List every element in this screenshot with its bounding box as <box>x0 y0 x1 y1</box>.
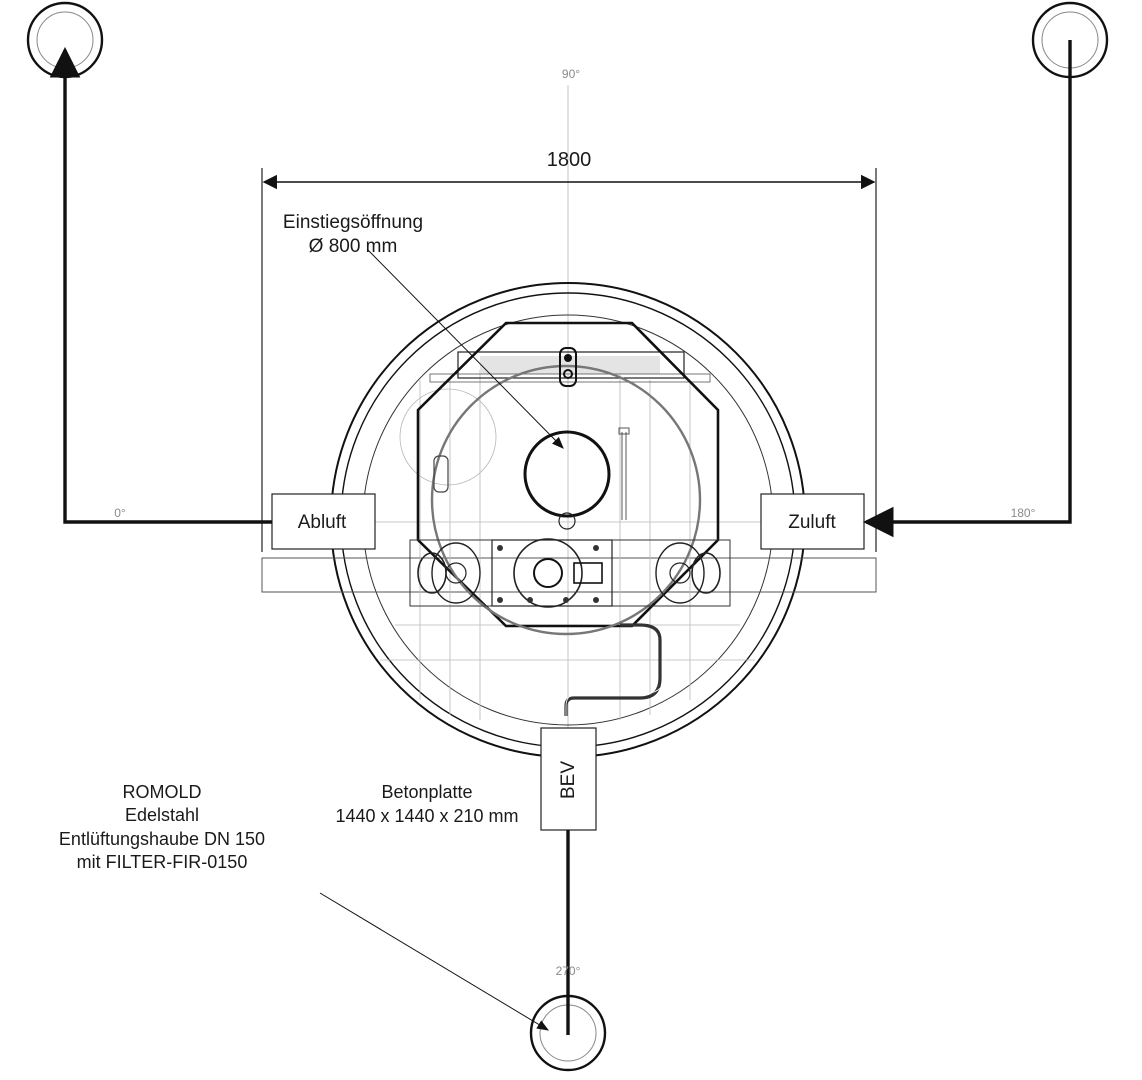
abluft-label: Abluft <box>298 512 347 533</box>
angle-90-label: 90° <box>562 67 580 81</box>
inner-chamber-circle <box>430 364 702 636</box>
vent-hood-note-line2: Edelstahl <box>125 805 199 825</box>
vent-hood-leader-line <box>319 892 550 1031</box>
dimension-1800: 1800 <box>261 149 877 552</box>
zuluft-port: Zuluft <box>760 493 865 550</box>
valve-right-flange <box>655 542 705 604</box>
level-sensor <box>618 427 630 520</box>
opening-label-line1: Einstiegsöffnung <box>283 212 423 233</box>
left-bracket <box>433 455 449 493</box>
abluft-port: Abluft <box>271 493 376 550</box>
angle-270-label: 270° <box>556 964 581 978</box>
angle-0-label: 0° <box>114 506 126 520</box>
pump-body <box>513 538 583 608</box>
dimension-label: 1800 <box>547 149 592 171</box>
vent-hood-note-line4: mit FILTER-FIR-0150 <box>77 852 248 872</box>
riser-fitting <box>559 347 577 387</box>
slab-label-line1: Betonplatte <box>381 782 472 802</box>
opening-label-line2: Ø 800 mm <box>309 236 398 257</box>
through-pipe <box>261 557 877 593</box>
bev-label: BEV <box>558 761 579 799</box>
slab-label-line2: 1440 x 1440 x 210 mm <box>335 806 518 826</box>
vent-hood-note-line1: ROMOLD <box>122 782 201 802</box>
opening-leader-line <box>367 249 564 449</box>
valve-left-flange <box>431 542 481 604</box>
abluft-pipe-run <box>49 46 272 524</box>
valve-right-outer <box>691 552 721 594</box>
zuluft-label: Zuluft <box>788 512 836 533</box>
entry-opening-circle <box>523 430 611 518</box>
vent-hood-note-line3: Entlüftungshaube DN 150 <box>59 829 265 849</box>
small-drain-circle <box>558 512 576 530</box>
valve-assembly <box>409 538 731 608</box>
bev-port: BEV <box>540 727 597 831</box>
drain-hose <box>564 623 662 716</box>
angle-180-label: 180° <box>1011 506 1036 520</box>
internal-grid-lines <box>380 370 755 720</box>
zuluft-pipe-run <box>862 40 1072 538</box>
